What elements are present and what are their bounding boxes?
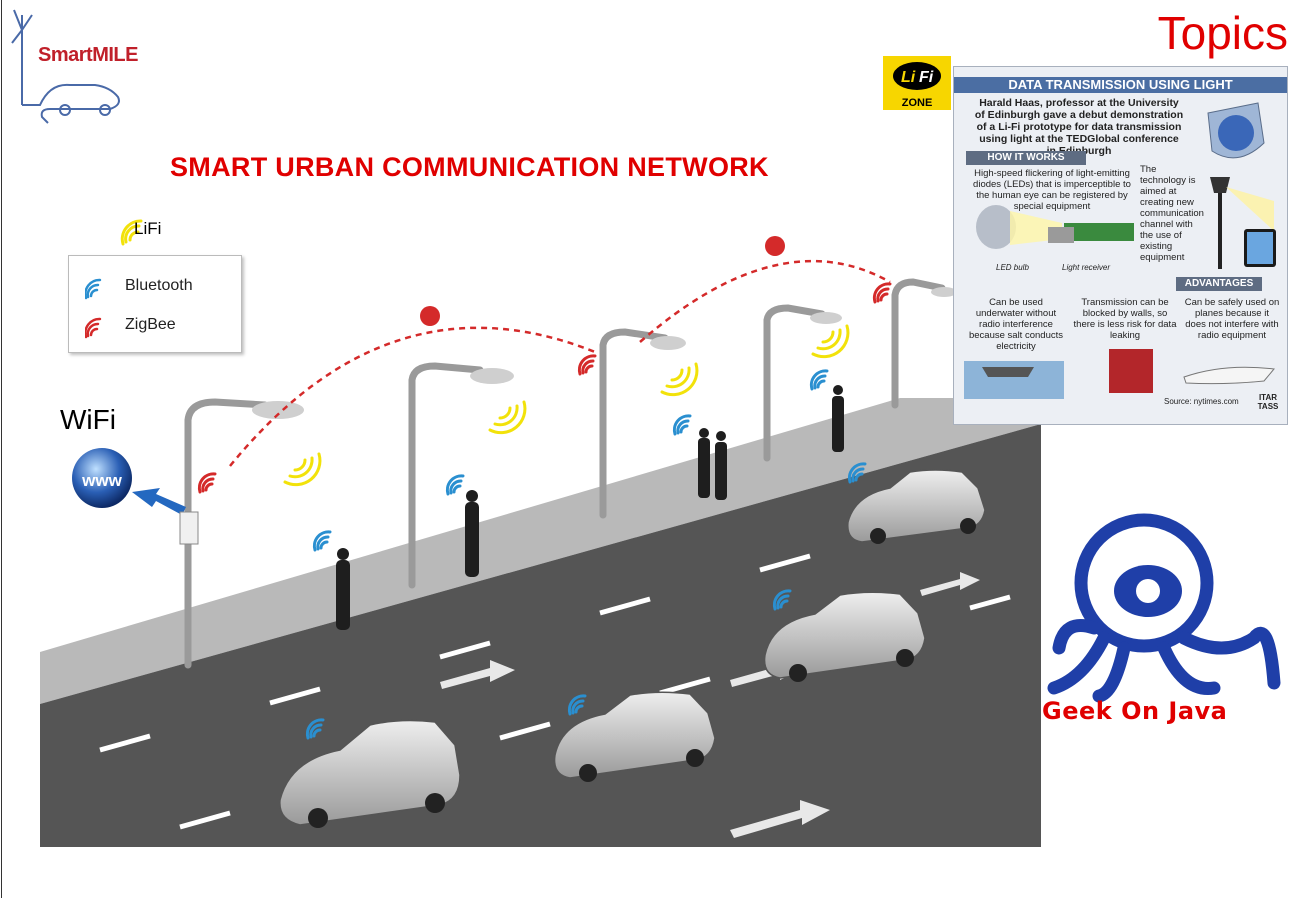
infographic-agency: ITAR TASS bbox=[1257, 393, 1279, 411]
led-and-receiver-illustration bbox=[976, 205, 1134, 249]
cars bbox=[279, 469, 986, 826]
zigbee-wave-icon bbox=[84, 317, 102, 339]
pedestrians bbox=[336, 385, 844, 630]
geek-on-java-logo bbox=[1047, 513, 1281, 703]
legend-label-bluetooth: Bluetooth bbox=[125, 277, 193, 294]
legend-item-zigbee: ZigBee bbox=[84, 313, 235, 339]
light-receiver-caption: Light receiver bbox=[1062, 263, 1111, 272]
car-wheels bbox=[308, 518, 976, 828]
lifi-wave-icon bbox=[120, 219, 143, 246]
lifi-infographic: DATA TRANSMISSION USING LIGHT Harald Haa… bbox=[953, 66, 1288, 425]
legend-item-bluetooth: Bluetooth bbox=[84, 274, 235, 300]
led-bulb-caption: LED bulb bbox=[996, 263, 1029, 272]
legend-label-zigbee: ZigBee bbox=[125, 316, 176, 333]
lifi-badge-li: Li bbox=[901, 69, 916, 86]
page-title: SMART URBAN COMMUNICATION NETWORK bbox=[170, 152, 769, 182]
bluetooth-signals bbox=[305, 369, 867, 740]
advantages-illustration bbox=[964, 349, 1275, 399]
advantages-label: ADVANTAGES bbox=[1176, 277, 1262, 291]
advantage-planes: Can be safely used on planes because it … bbox=[1184, 297, 1280, 341]
lamp-heads bbox=[252, 287, 957, 419]
lifi-badge-zone: ZONE bbox=[901, 97, 933, 109]
street-lamps bbox=[184, 278, 946, 669]
street-scene-illustration: www bbox=[40, 236, 1041, 847]
infographic-header: DATA TRANSMISSION USING LIGHT bbox=[954, 77, 1287, 93]
lifi-legend-label: LiFi bbox=[134, 219, 162, 238]
legend-box: Bluetooth ZigBee bbox=[68, 255, 242, 353]
zigbee-markers bbox=[420, 236, 785, 326]
bluetooth-wave-icon bbox=[84, 278, 102, 300]
wifi-router-box bbox=[179, 511, 199, 545]
infographic-intro: Harald Haas, professor at the University… bbox=[974, 97, 1184, 157]
zigbee-signals bbox=[197, 282, 892, 494]
lifi-zone-badge: Li Fi bbox=[883, 56, 951, 110]
geek-on-java-text: Geek On Java bbox=[1042, 697, 1228, 725]
left-border-line bbox=[1, 0, 2, 898]
how-it-works-text: High-speed flickering of light-emitting … bbox=[973, 168, 1131, 212]
zigbee-links bbox=[229, 259, 891, 467]
topics-heading: Topics bbox=[1157, 7, 1288, 59]
road bbox=[40, 424, 1041, 847]
advantage-underwater: Can be used underwater without radio int… bbox=[968, 297, 1063, 352]
lifi-badge-fi: Fi bbox=[919, 69, 934, 86]
how-it-works-label: HOW IT WORKS bbox=[966, 151, 1086, 165]
www-globe-icon bbox=[72, 448, 132, 508]
wifi-label: WiFi bbox=[60, 404, 116, 435]
smartmile-logo-text: SmartMILE bbox=[38, 44, 138, 66]
advantage-walls: Transmission can be blocked by walls, so… bbox=[1073, 297, 1177, 341]
smartmile-logo bbox=[11, 9, 120, 124]
street-lamp-tablet-illustration bbox=[1210, 177, 1276, 269]
lifi-signals bbox=[283, 324, 850, 487]
wifi-arrow bbox=[132, 488, 186, 515]
sidewalk bbox=[40, 398, 1041, 704]
www-globe-text: www bbox=[81, 471, 122, 490]
led-bulb-icon bbox=[1207, 102, 1265, 159]
infographic-source: Source: nytimes.com bbox=[1164, 397, 1239, 406]
technology-text: The technology is aimed at creating new … bbox=[1140, 164, 1204, 263]
